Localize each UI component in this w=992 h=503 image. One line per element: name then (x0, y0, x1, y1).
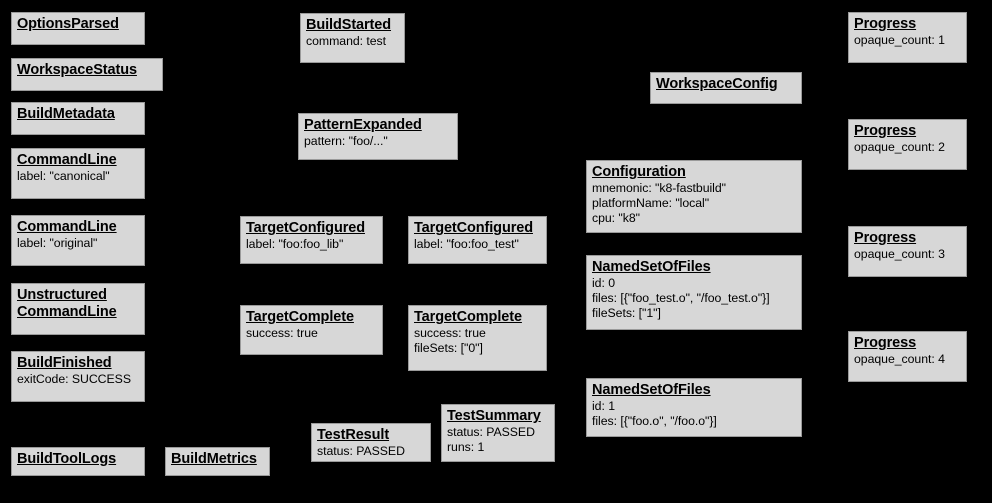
node-title: BuildFinished (17, 355, 112, 371)
node-title: BuildToolLogs (17, 451, 117, 467)
node-title: Configuration (592, 164, 686, 180)
node-field: label: "foo:foo_lib" (246, 237, 344, 252)
node-field: exitCode: SUCCESS (17, 372, 131, 387)
node-field: files: [{"foo.o", "/foo.o"}] (592, 414, 717, 429)
node-fields: opaque_count: 1 (854, 33, 961, 48)
node-title: Unstructured CommandLine (17, 287, 117, 321)
node-build-metrics[interactable]: BuildMetrics (165, 447, 270, 476)
node-title: CommandLine (17, 152, 117, 168)
node-fields: exitCode: SUCCESS (17, 372, 139, 387)
node-fields: opaque_count: 2 (854, 140, 961, 155)
node-field: fileSets: ["1"] (592, 306, 661, 321)
node-field: status: PASSED (447, 425, 535, 440)
node-title: TargetConfigured (246, 220, 365, 236)
node-fields: mnemonic: "k8-fastbuild"platformName: "l… (592, 181, 796, 226)
node-title: Progress (854, 335, 917, 351)
node-title: TestResult (317, 427, 390, 443)
node-field: label: "original" (17, 236, 98, 251)
node-field: cpu: "k8" (592, 211, 640, 226)
node-field: opaque_count: 4 (854, 352, 945, 367)
node-title: Progress (854, 230, 917, 246)
node-fields: label: "original" (17, 236, 139, 251)
node-workspace-config[interactable]: WorkspaceConfig (650, 72, 802, 104)
node-field: id: 0 (592, 276, 615, 291)
node-field: opaque_count: 1 (854, 33, 945, 48)
node-fields: label: "foo:foo_lib" (246, 237, 377, 252)
node-field: command: test (306, 34, 386, 49)
node-title: PatternExpanded (304, 117, 422, 133)
node-field: opaque_count: 3 (854, 247, 945, 262)
node-title: WorkspaceConfig (656, 76, 778, 92)
node-fields: success: true (246, 326, 377, 341)
node-fields: command: test (306, 34, 399, 49)
node-title: WorkspaceStatus (17, 62, 137, 78)
node-fields: pattern: "foo/..." (304, 134, 452, 149)
node-title: TestSummary (447, 408, 541, 424)
node-title: Progress (854, 123, 917, 139)
node-title: TargetConfigured (414, 220, 533, 236)
node-fields: label: "foo:foo_test" (414, 237, 541, 252)
node-field: id: 1 (592, 399, 615, 414)
node-fields: opaque_count: 3 (854, 247, 961, 262)
node-fields: opaque_count: 4 (854, 352, 961, 367)
node-field: opaque_count: 2 (854, 140, 945, 155)
node-field: success: true (246, 326, 318, 341)
node-field: label: "foo:foo_test" (414, 237, 519, 252)
node-field: platformName: "local" (592, 196, 710, 211)
node-title: NamedSetOfFiles (592, 259, 711, 275)
node-fields: label: "canonical" (17, 169, 139, 184)
node-title: CommandLine (17, 219, 117, 235)
node-title: NamedSetOfFiles (592, 382, 711, 398)
node-field: runs: 1 (447, 440, 485, 455)
node-field: mnemonic: "k8-fastbuild" (592, 181, 726, 196)
node-title: OptionsParsed (17, 16, 119, 32)
node-field: fileSets: ["0"] (414, 341, 483, 356)
node-workspace-status[interactable]: WorkspaceStatus (11, 58, 163, 91)
node-build-metadata[interactable]: BuildMetadata (11, 102, 145, 135)
node-title: TargetComplete (414, 309, 522, 325)
node-title: BuildStarted (306, 17, 392, 33)
node-title: TargetComplete (246, 309, 354, 325)
node-field: status: PASSED (317, 444, 405, 459)
node-title: BuildMetadata (17, 106, 115, 122)
node-field: success: true (414, 326, 486, 341)
node-unstructured-command-line[interactable]: Unstructured CommandLine (11, 283, 145, 335)
node-title: BuildMetrics (171, 451, 257, 467)
node-options-parsed[interactable]: OptionsParsed (11, 12, 145, 45)
node-fields: status: PASSED (317, 444, 425, 459)
node-build-tool-logs[interactable]: BuildToolLogs (11, 447, 145, 476)
node-title: Progress (854, 16, 917, 32)
node-field: label: "canonical" (17, 169, 110, 184)
node-field: pattern: "foo/..." (304, 134, 388, 149)
node-field: files: [{"foo_test.o", "/foo_test.o"}] (592, 291, 770, 306)
